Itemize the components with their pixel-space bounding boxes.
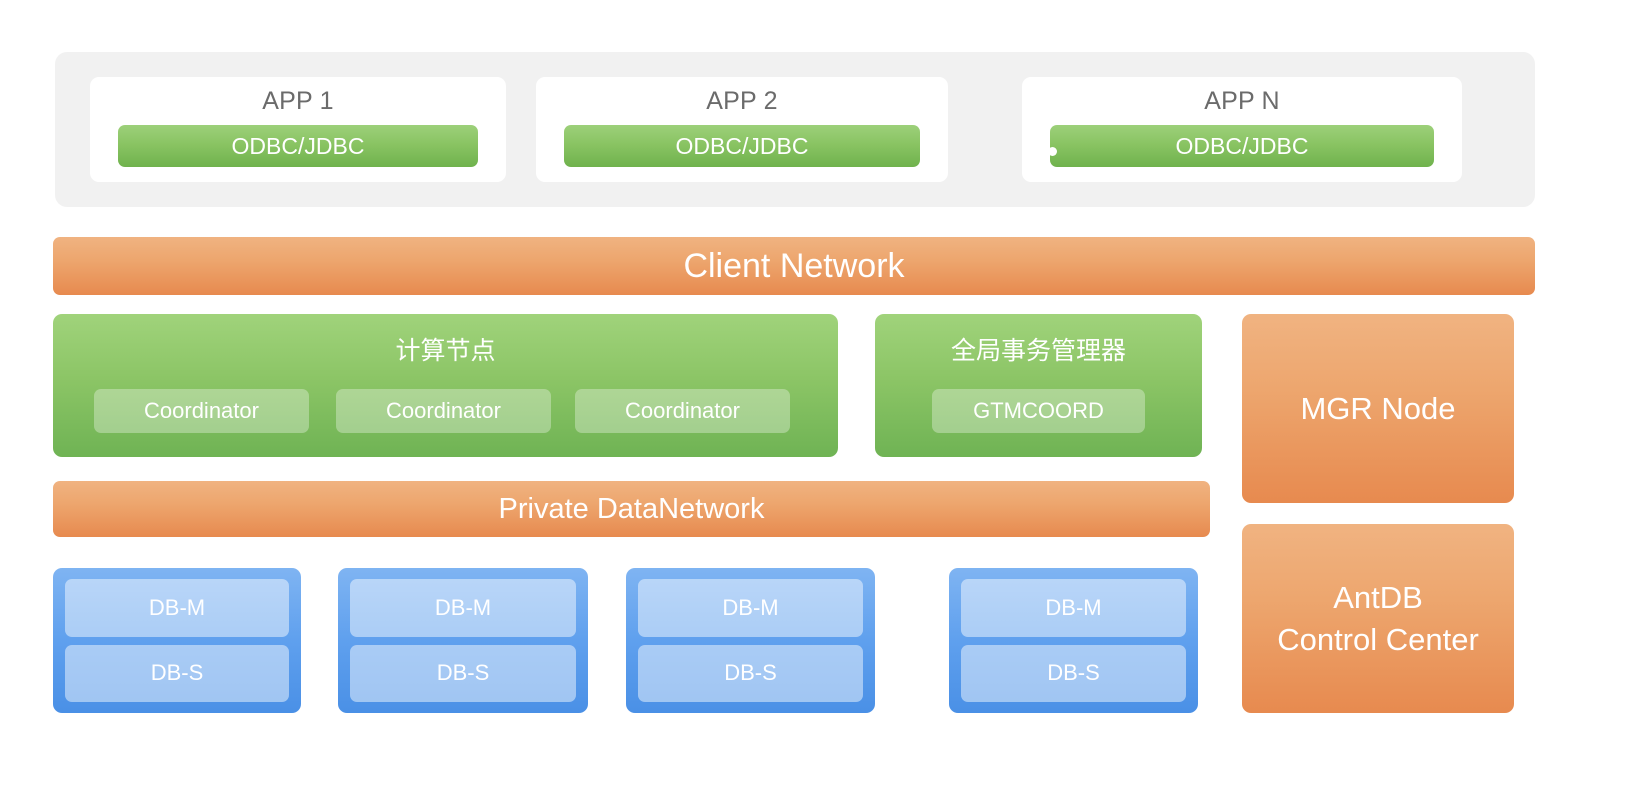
- mgr-node-label: MGR Node: [1300, 390, 1456, 426]
- app-card-1[interactable]: APP 1 ODBC/JDBC: [90, 77, 506, 182]
- db-slave-node[interactable]: DB-S: [65, 644, 289, 702]
- app-title: APP 1: [262, 87, 334, 115]
- ellipsis-dot-icon: [1030, 208, 1039, 217]
- db-group[interactable]: DB-M DB-S: [626, 568, 875, 713]
- db-group[interactable]: DB-M DB-S: [949, 568, 1198, 713]
- db-master-node[interactable]: DB-M: [65, 579, 289, 637]
- gtm-title: 全局事务管理器: [950, 337, 1126, 365]
- app-title: APP 2: [706, 87, 778, 115]
- db-master-node[interactable]: DB-M: [350, 579, 576, 637]
- db-group[interactable]: DB-M DB-S: [53, 568, 301, 713]
- private-datanetwork-bar: Private DataNetwork: [53, 481, 1210, 537]
- app-card-2[interactable]: APP 2 ODBC/JDBC: [536, 77, 948, 182]
- ellipsis-dot-icon: [1030, 147, 1039, 156]
- client-network-bar: Client Network: [53, 237, 1535, 295]
- compute-node-panel: 计算节点 Coordinator Coordinator Coordinator: [53, 314, 838, 457]
- app-title: APP N: [1204, 87, 1280, 115]
- control-center-label-line1: AntDB: [1333, 579, 1423, 615]
- coordinator-node[interactable]: Coordinator: [336, 389, 551, 433]
- db-slave-node[interactable]: DB-S: [961, 644, 1186, 702]
- gtmcoord-node[interactable]: GTMCOORD: [932, 389, 1145, 433]
- mgr-node-card[interactable]: MGR Node: [1242, 314, 1514, 503]
- control-center-label-line2: Control Center: [1277, 621, 1479, 657]
- db-master-node[interactable]: DB-M: [961, 579, 1186, 637]
- application-layer-band: APP 1 ODBC/JDBC APP 2 ODBC/JDBC APP N OD…: [55, 52, 1535, 207]
- db-master-node[interactable]: DB-M: [638, 579, 863, 637]
- global-transaction-manager-panel: 全局事务管理器 GTMCOORD: [875, 314, 1202, 457]
- antdb-control-center-card[interactable]: AntDB Control Center: [1242, 524, 1514, 713]
- compute-node-title: 计算节点: [395, 337, 496, 365]
- db-slave-node[interactable]: DB-S: [638, 644, 863, 702]
- db-slave-node[interactable]: DB-S: [350, 644, 576, 702]
- coordinator-node[interactable]: Coordinator: [94, 389, 309, 433]
- coordinator-node[interactable]: Coordinator: [575, 389, 790, 433]
- odbc-jdbc-connector[interactable]: ODBC/JDBC: [1050, 125, 1434, 167]
- ellipsis-dot-icon: [1048, 147, 1057, 156]
- app-card-n[interactable]: APP N ODBC/JDBC: [1022, 77, 1462, 182]
- db-group[interactable]: DB-M DB-S: [338, 568, 588, 713]
- odbc-jdbc-connector[interactable]: ODBC/JDBC: [564, 125, 920, 167]
- odbc-jdbc-connector[interactable]: ODBC/JDBC: [118, 125, 478, 167]
